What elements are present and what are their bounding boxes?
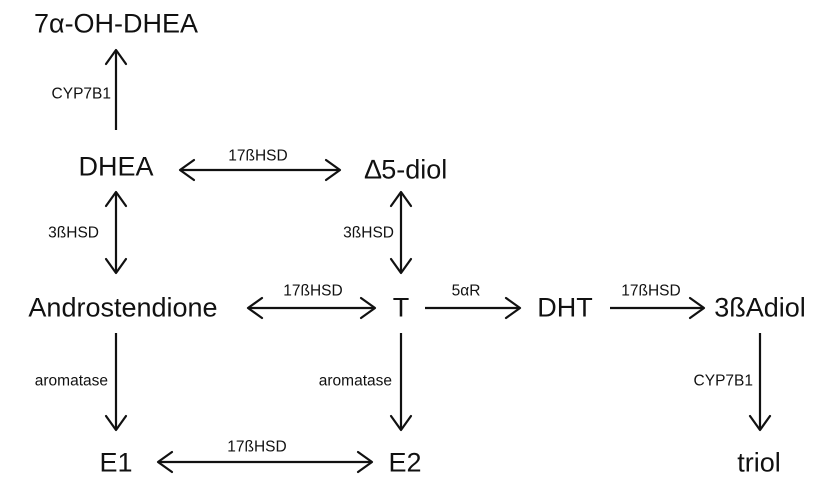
- arrow-t-to-e2: [389, 333, 413, 432]
- node-triol: triol: [737, 447, 781, 478]
- arrow-e1-e2: [156, 450, 374, 474]
- node-e1: E1: [99, 447, 133, 478]
- node-7a-oh-dhea: 7α-OH-DHEA: [33, 8, 199, 39]
- arrow-dhea-androstenedione: [104, 190, 128, 275]
- node-d5-diol: ∆5-diol: [364, 154, 448, 185]
- node-e2: E2: [388, 447, 422, 478]
- edge-label-aromatase-e2: aromatase: [318, 372, 392, 390]
- edge-label-17bhsd-dhea-d5diol: 17ßHSD: [228, 147, 288, 165]
- node-3b-adiol: 3ßAdiol: [714, 292, 806, 323]
- arrow-androstenedione-to-e1: [104, 333, 128, 432]
- edge-label-cyp7b1-dhea: CYP7B1: [51, 85, 111, 103]
- edge-label-3bhsd-dhea-andro: 3ßHSD: [48, 224, 99, 242]
- arrow-d5diol-t: [389, 190, 413, 275]
- arrow-t-to-dht: [425, 296, 522, 320]
- edge-label-cyp7b1-adiol: CYP7B1: [693, 372, 753, 390]
- arrow-dhea-d5diol: [178, 158, 342, 182]
- node-androstenedione: Androstendione: [28, 292, 218, 323]
- edge-label-17bhsd-dht-adiol: 17ßHSD: [621, 282, 681, 300]
- edge-label-17bhsd-e1-e2: 17ßHSD: [227, 438, 287, 456]
- arrow-adiol-to-triol: [748, 333, 772, 432]
- arrow-dht-to-adiol: [610, 296, 706, 320]
- arrow-androstenedione-t: [246, 296, 377, 320]
- node-dht: DHT: [537, 292, 593, 323]
- edge-label-aromatase-e1: aromatase: [34, 372, 108, 390]
- edge-label-3bhsd-d5diol-t: 3ßHSD: [343, 224, 394, 242]
- edge-label-5ar: 5αR: [451, 282, 481, 300]
- node-t: T: [392, 292, 410, 323]
- arrow-dhea-to-oh-dhea: [104, 48, 128, 130]
- edge-label-17bhsd-andro-t: 17ßHSD: [283, 282, 343, 300]
- node-dhea: DHEA: [78, 151, 154, 182]
